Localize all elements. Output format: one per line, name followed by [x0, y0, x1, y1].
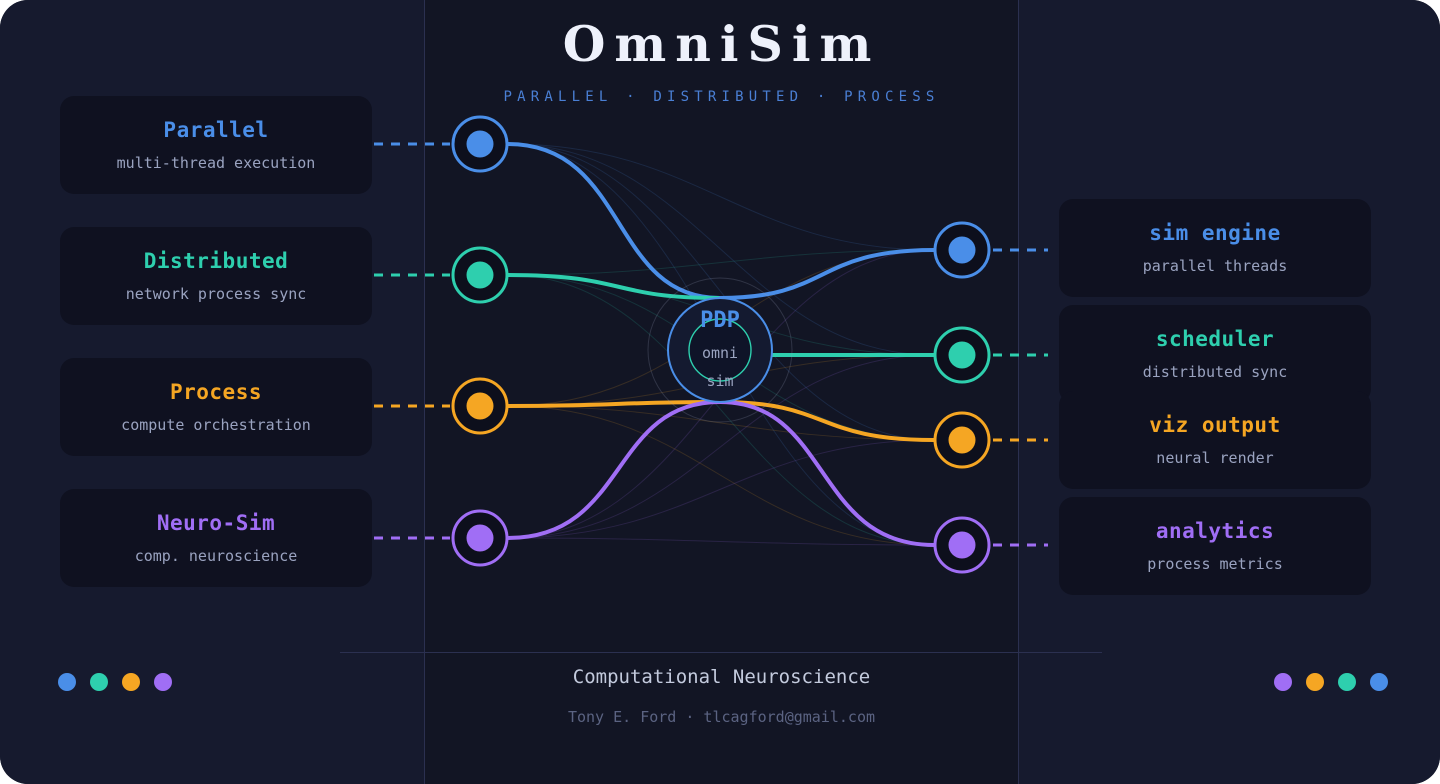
node-sim-engine[interactable]	[933, 221, 991, 279]
node-neuro-sim[interactable]	[451, 509, 509, 567]
left-card-distributed[interactable]: Distributed network process sync	[60, 227, 372, 325]
right-divider	[1018, 0, 1019, 784]
node-distributed[interactable]	[451, 246, 509, 304]
card-title: scheduler	[1155, 326, 1275, 351]
link-curve	[506, 399, 722, 408]
main-link-group	[506, 142, 936, 547]
node-process[interactable]	[451, 377, 509, 435]
card-subtitle: distributed sync	[1142, 362, 1288, 381]
link-curve	[718, 399, 936, 547]
left-card-parallel[interactable]: Parallel multi-thread execution	[60, 96, 372, 194]
node-viz-output[interactable]	[933, 411, 991, 469]
dashed-link-group	[374, 142, 1048, 547]
hub-label: PDP	[700, 308, 740, 333]
faint-link	[507, 439, 935, 539]
left-card-process[interactable]: Process compute orchestration	[60, 358, 372, 456]
card-subtitle: neural render	[1156, 448, 1274, 467]
right-card-sim-engine[interactable]: sim engine parallel threads	[1059, 199, 1371, 297]
node-group	[451, 115, 991, 574]
faint-link	[507, 405, 935, 546]
link-curve	[718, 248, 936, 301]
node-parallel[interactable]	[451, 115, 509, 173]
footer-divider	[340, 652, 1102, 653]
node-scheduler[interactable]	[933, 326, 991, 384]
card-title: Process	[169, 379, 262, 404]
legend-dot-left-4	[154, 673, 172, 691]
faint-link	[507, 143, 935, 356]
footer-title: Computational Neuroscience	[572, 666, 871, 688]
right-card-analytics[interactable]: analytics process metrics	[1059, 497, 1371, 595]
legend-dot-left-2	[90, 673, 108, 691]
hub-sub-line-1: omni	[701, 344, 739, 362]
card-title: sim engine	[1149, 220, 1281, 245]
hub-inner-ring	[688, 318, 752, 382]
card-subtitle: parallel threads	[1142, 256, 1288, 275]
card-subtitle: comp. neuroscience	[134, 546, 298, 565]
hub-halo-ring	[647, 277, 793, 423]
card-subtitle: network process sync	[125, 284, 307, 303]
legend-dot-right-2	[1306, 673, 1324, 691]
faint-link	[507, 405, 935, 441]
hub-sub-line-2: sim	[706, 372, 734, 390]
faint-link	[507, 143, 935, 441]
card-title: analytics	[1155, 518, 1275, 543]
link-curve	[506, 399, 722, 540]
legend-dot-right-1	[1274, 673, 1292, 691]
card-title: Neuro-Sim	[156, 510, 276, 535]
link-curve	[718, 399, 936, 442]
footer-credit: Tony E. Ford · tlcagford@gmail.com	[567, 708, 876, 726]
card-title: viz output	[1149, 412, 1281, 437]
card-title: Parallel	[163, 117, 269, 142]
page-title: OmniSim	[562, 15, 881, 73]
hub-label-wrap: PDP omni sim	[672, 310, 768, 389]
faint-link	[507, 354, 935, 539]
left-card-neuro-sim[interactable]: Neuro-Sim comp. neuroscience	[60, 489, 372, 587]
hub-ring-group	[647, 277, 793, 423]
legend-dot-left-3	[122, 673, 140, 691]
left-divider	[424, 0, 425, 784]
card-subtitle: process metrics	[1147, 554, 1283, 573]
legend-dot-right-3	[1338, 673, 1356, 691]
right-card-scheduler[interactable]: scheduler distributed sync	[1059, 305, 1371, 403]
card-subtitle: compute orchestration	[121, 415, 311, 434]
faint-link	[507, 537, 935, 546]
faint-link	[507, 143, 935, 251]
dot-cluster-right	[1274, 673, 1388, 691]
legend-dot-left-1	[58, 673, 76, 691]
legend-dot-right-4	[1370, 673, 1388, 691]
link-curve	[506, 142, 722, 301]
faint-link	[507, 274, 935, 546]
dot-cluster-left	[58, 673, 172, 691]
faint-link-group	[507, 143, 935, 546]
node-analytics[interactable]	[933, 516, 991, 574]
right-card-viz-output[interactable]: viz output neural render	[1059, 391, 1371, 489]
link-curve	[506, 273, 722, 301]
faint-link	[507, 249, 935, 276]
card-title: Distributed	[143, 248, 289, 273]
card-subtitle: multi-thread execution	[116, 153, 316, 172]
page-subtitle: PARALLEL · DISTRIBUTED · PROCESS	[503, 89, 940, 105]
